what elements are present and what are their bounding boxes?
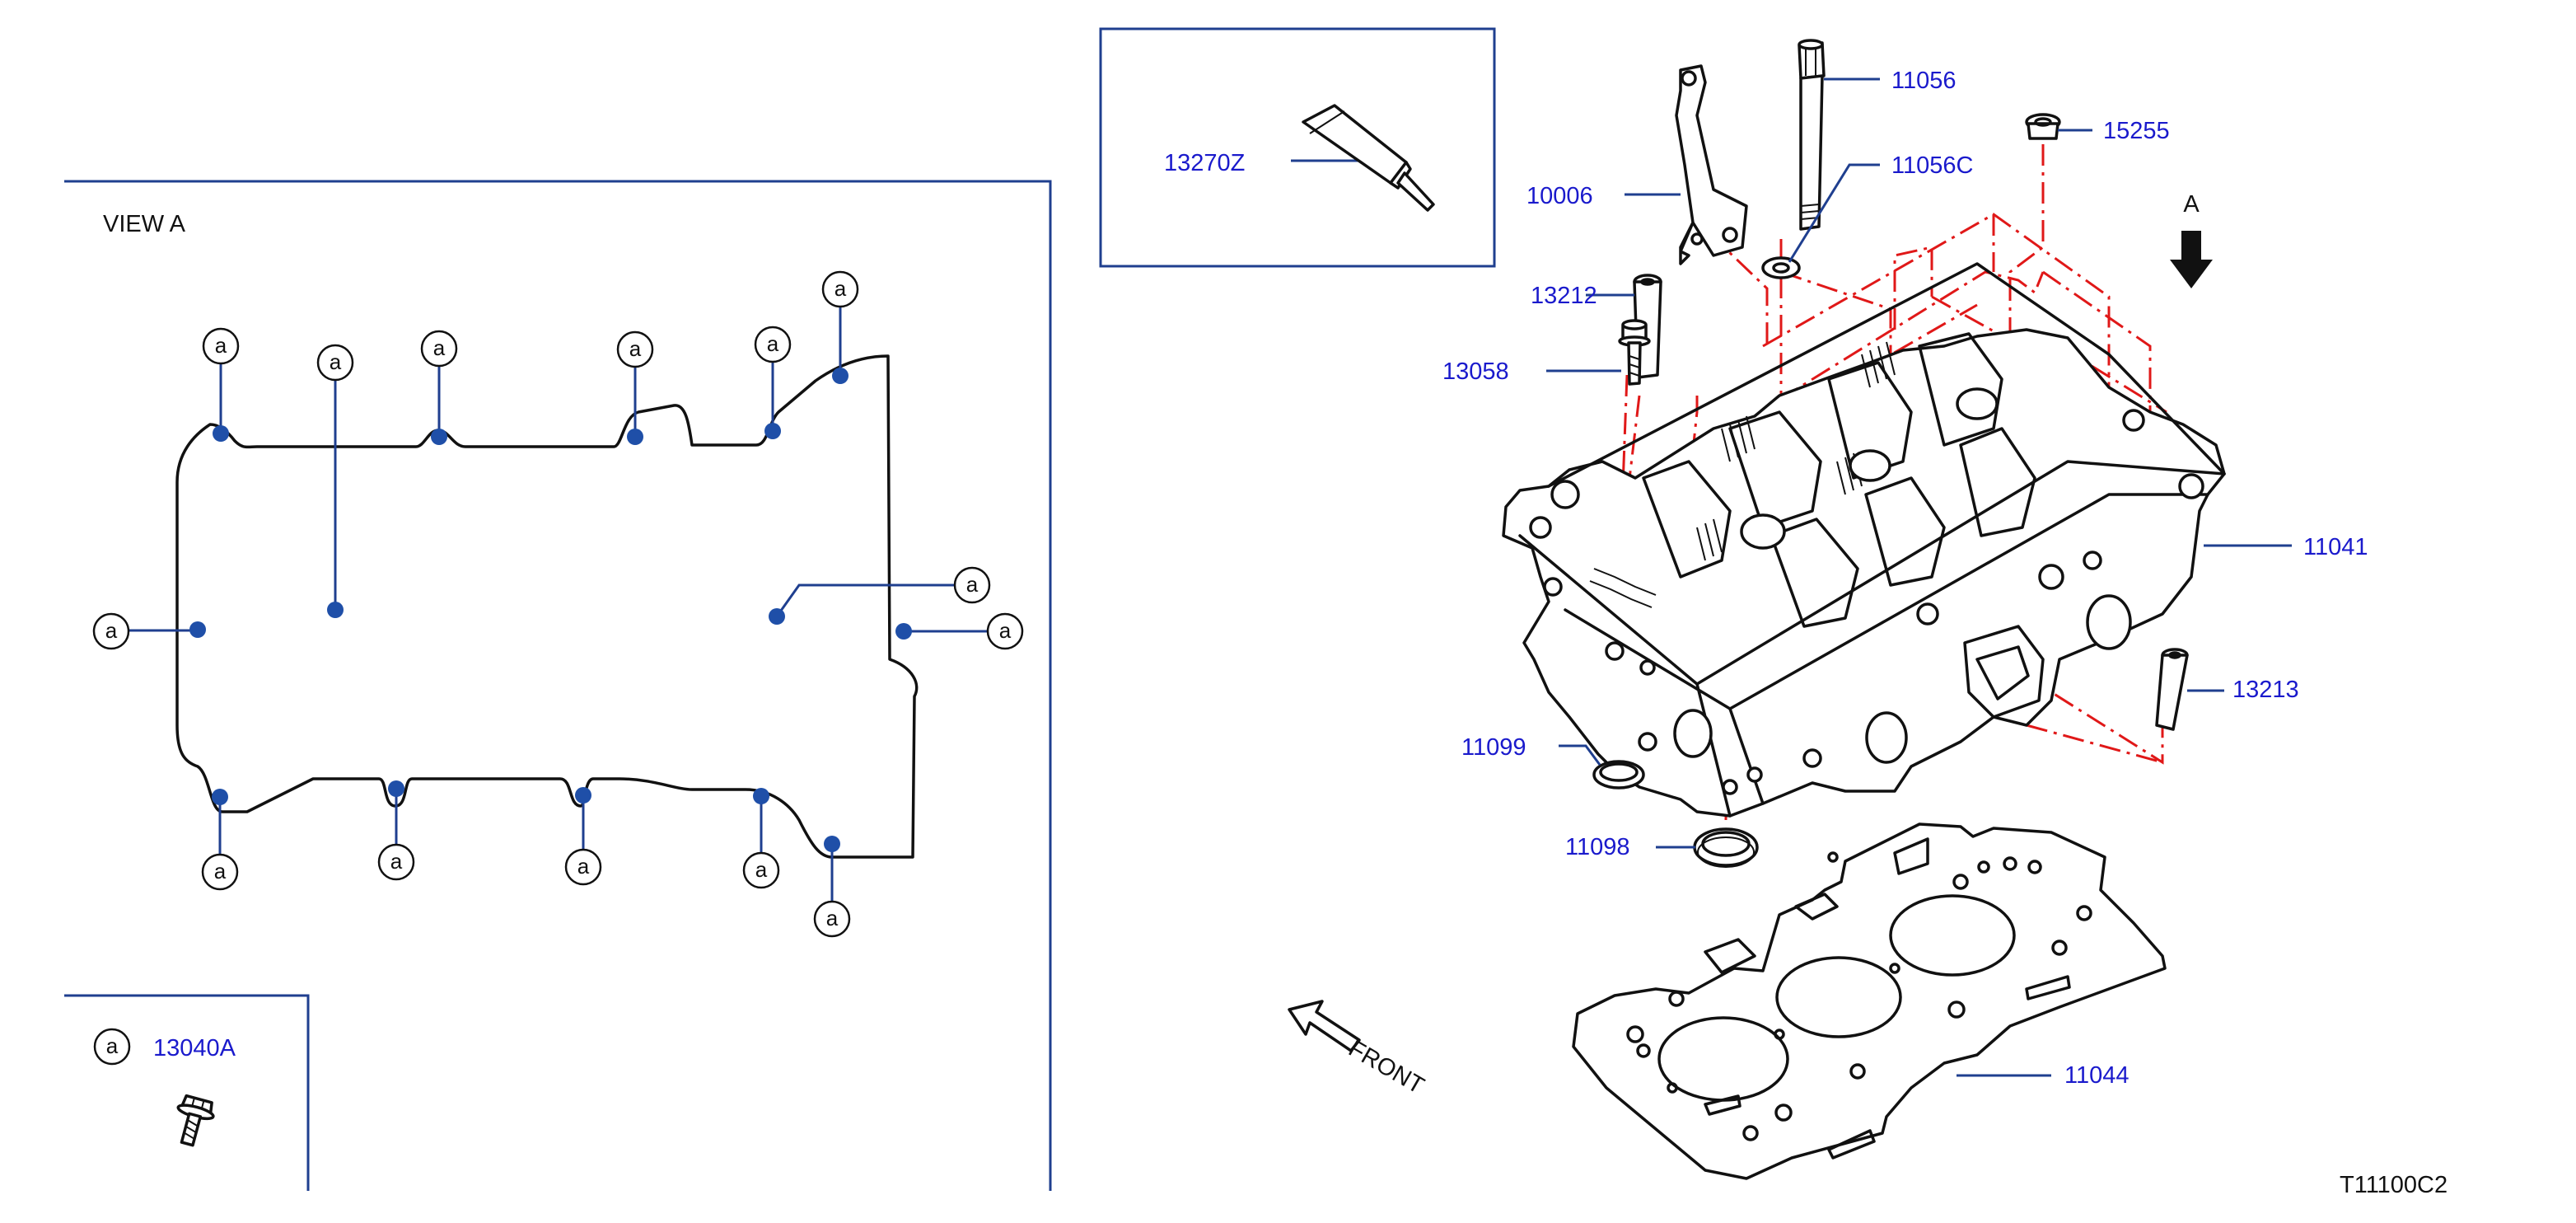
view-a-title: VIEW A — [103, 211, 186, 237]
bolt-marker-label: a — [966, 572, 979, 597]
legend-frame — [64, 994, 310, 1191]
bolt-marker-1: a — [202, 327, 240, 442]
leader-lines — [1546, 77, 2292, 1077]
bolt-marker-12: a — [564, 787, 602, 886]
bolt-marker-7: a — [92, 612, 206, 650]
front-direction-indicator: FRONT — [1288, 1000, 1429, 1099]
part-label-11098: 11098 — [1565, 834, 1630, 860]
bolt-marker-2: a — [316, 344, 354, 618]
part-label-15255: 15255 — [2103, 118, 2170, 144]
part-label-10006: 10006 — [1526, 183, 1593, 209]
bolt-marker-14: a — [813, 836, 851, 938]
bolt-marker-label: a — [214, 859, 227, 883]
view-direction-arrow: A — [2170, 191, 2213, 288]
part-label-13212: 13212 — [1531, 283, 1597, 309]
part-label-13213: 13213 — [2232, 677, 2299, 703]
sealant-tube-icon — [1302, 104, 1435, 212]
bolt-marker-label: a — [577, 854, 590, 879]
down-arrow-icon — [2170, 231, 2213, 288]
plug-15255 — [2025, 113, 2061, 140]
legend-marker-circle — [93, 1028, 131, 1066]
bolt-marker-3: a — [420, 330, 458, 445]
legend-panel: a 13040A — [64, 994, 310, 1191]
bolt-marker-label: a — [629, 336, 642, 361]
bolt-marker-4: a — [616, 330, 654, 445]
bolt-marker-9: a — [895, 612, 1024, 650]
bolt-marker-label: a — [767, 331, 779, 356]
engine-hanger-10006 — [1675, 64, 1748, 265]
head-bolt-11056 — [1798, 39, 1826, 231]
bolt-marker-label: a — [390, 849, 403, 874]
legend-marker: a — [106, 1033, 119, 1058]
bolt-marker-label: a — [999, 618, 1012, 643]
bolt-13040A-icon — [176, 1094, 215, 1147]
diagram-code: T11100C2 — [2340, 1172, 2447, 1198]
part-label-13058: 13058 — [1442, 358, 1509, 385]
bolt-marker-group: a a a a — [92, 270, 1024, 938]
washer-11056C — [1761, 256, 1801, 279]
cylinder-head-bottom-outline — [175, 354, 919, 859]
bolt-marker-label: a — [835, 276, 847, 301]
view-a-frame — [64, 180, 1052, 1191]
bolt-marker-5: a — [754, 326, 792, 439]
part-label-11056: 11056 — [1891, 68, 1957, 94]
bolt-marker-10: a — [201, 789, 239, 891]
bolt-marker-13: a — [742, 788, 780, 889]
bolt-marker-6: a — [821, 270, 859, 384]
legend-part-number: 13040A — [153, 1035, 236, 1061]
bolt-marker-label: a — [215, 333, 227, 358]
sealant-panel: 13270Z — [1099, 27, 1496, 268]
seal-11099 — [1592, 760, 1645, 790]
part-label-11099: 11099 — [1461, 734, 1526, 761]
part-label-11044: 11044 — [2064, 1062, 2130, 1089]
part-label-11041: 11041 — [2303, 534, 2368, 560]
bolt-marker-label: a — [826, 906, 839, 930]
front-arrow-icon — [1288, 1000, 1361, 1052]
cylinder-head-illustration — [1502, 262, 2226, 818]
bolt-marker-label: a — [105, 618, 118, 643]
part-label-13270Z: 13270Z — [1164, 150, 1245, 176]
bolt-13058 — [1618, 319, 1651, 386]
seal-11098 — [1693, 827, 1759, 868]
bolt-marker-label: a — [433, 335, 446, 360]
view-a-panel: VIEW A a a a — [64, 180, 1052, 1191]
part-label-11056C: 11056C — [1891, 152, 1973, 179]
view-arrow-label: A — [2183, 191, 2200, 218]
front-label: FRONT — [1344, 1035, 1429, 1099]
bolt-marker-8: a — [769, 566, 991, 625]
bolt-marker-label: a — [755, 857, 768, 882]
head-gasket-11044 — [1572, 822, 2167, 1180]
bolt-marker-label: a — [330, 349, 342, 374]
valve-guide-13213 — [2155, 648, 2189, 731]
sealant-frame — [1099, 27, 1496, 268]
bolt-marker-11: a — [377, 780, 415, 881]
